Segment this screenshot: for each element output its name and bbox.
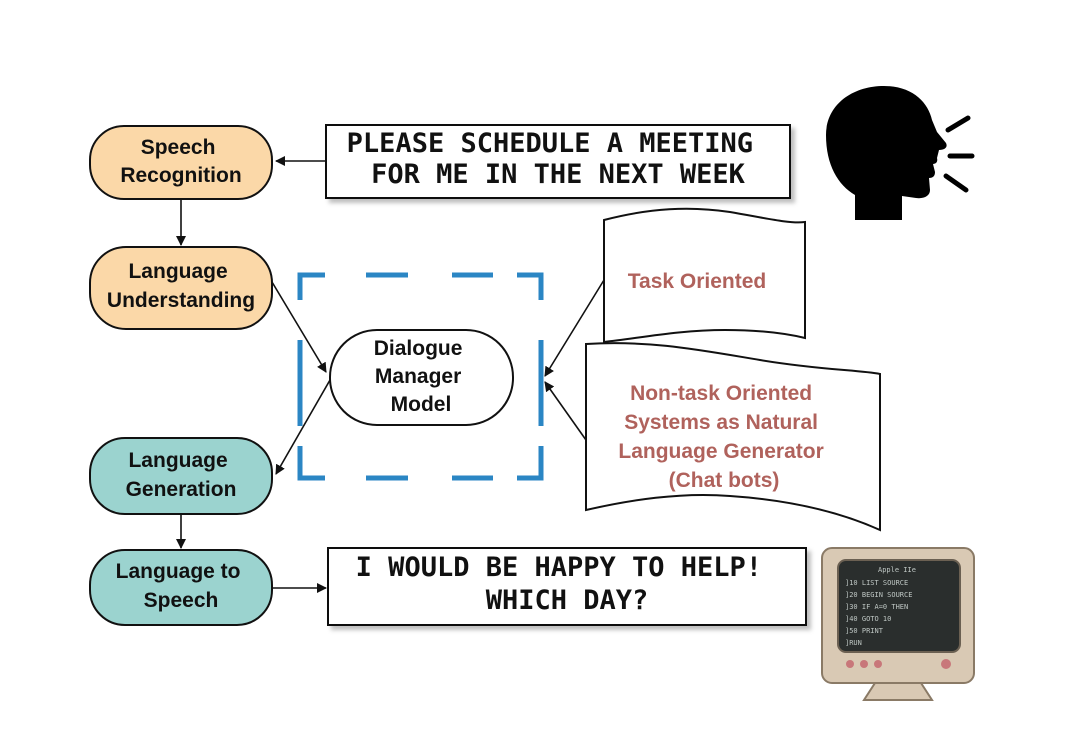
language-generation-node: Language Generation xyxy=(89,437,273,515)
user-utterance-text: PLEASE SCHEDULE A MEETING FOR ME IN THE … xyxy=(347,128,770,190)
speech-recognition-node: Speech Recognition xyxy=(89,125,273,200)
arrow-understanding-to-manager xyxy=(271,281,327,373)
system-response-box: I WOULD BE HAPPY TO HELP! WHICH DAY? xyxy=(327,547,807,626)
arrow-task-oriented-to-manager xyxy=(544,279,605,377)
language-to-speech-label: Language to Speech xyxy=(116,560,247,612)
retro-computer-icon: Apple IIe ]10 LIST SOURCE ]20 BEGIN SOUR… xyxy=(821,547,975,701)
dialogue-manager-container xyxy=(297,272,544,481)
arrow-non-task-to-manager xyxy=(544,381,587,441)
arrow-manager-to-generation xyxy=(275,379,331,475)
non-task-oriented-label: Non-task Oriented Systems as Natural Lan… xyxy=(618,382,829,492)
dashed-corner-bottom-right xyxy=(517,446,544,481)
speech-recognition-label: Speech Recognition xyxy=(120,136,241,187)
dialogue-manager-label: Dialogue Manager Model xyxy=(374,337,469,416)
dialogue-manager-node: Dialogue Manager Model xyxy=(329,329,514,426)
flow-arrows xyxy=(176,156,605,593)
computer-screen-text: Apple IIe ]10 LIST SOURCE ]20 BEGIN SOUR… xyxy=(845,566,920,647)
language-understanding-node: Language Understanding xyxy=(89,246,273,330)
user-utterance-box: PLEASE SCHEDULE A MEETING FOR ME IN THE … xyxy=(325,124,791,199)
task-oriented-label: Task Oriented xyxy=(628,270,767,293)
dashed-corner-top-left xyxy=(297,272,325,300)
language-understanding-label: Language Understanding xyxy=(107,260,255,312)
speaking-head-icon xyxy=(826,86,975,220)
language-generation-label: Language Generation xyxy=(126,449,237,501)
dashed-corner-top-right xyxy=(517,272,544,300)
system-response-text: I WOULD BE HAPPY TO HELP! WHICH DAY? xyxy=(356,552,779,616)
language-to-speech-node: Language to Speech xyxy=(89,549,273,626)
task-oriented-document: Task Oriented xyxy=(603,207,806,344)
non-task-oriented-document: Non-task Oriented Systems as Natural Lan… xyxy=(585,342,881,532)
dashed-corner-bottom-left xyxy=(297,446,325,481)
